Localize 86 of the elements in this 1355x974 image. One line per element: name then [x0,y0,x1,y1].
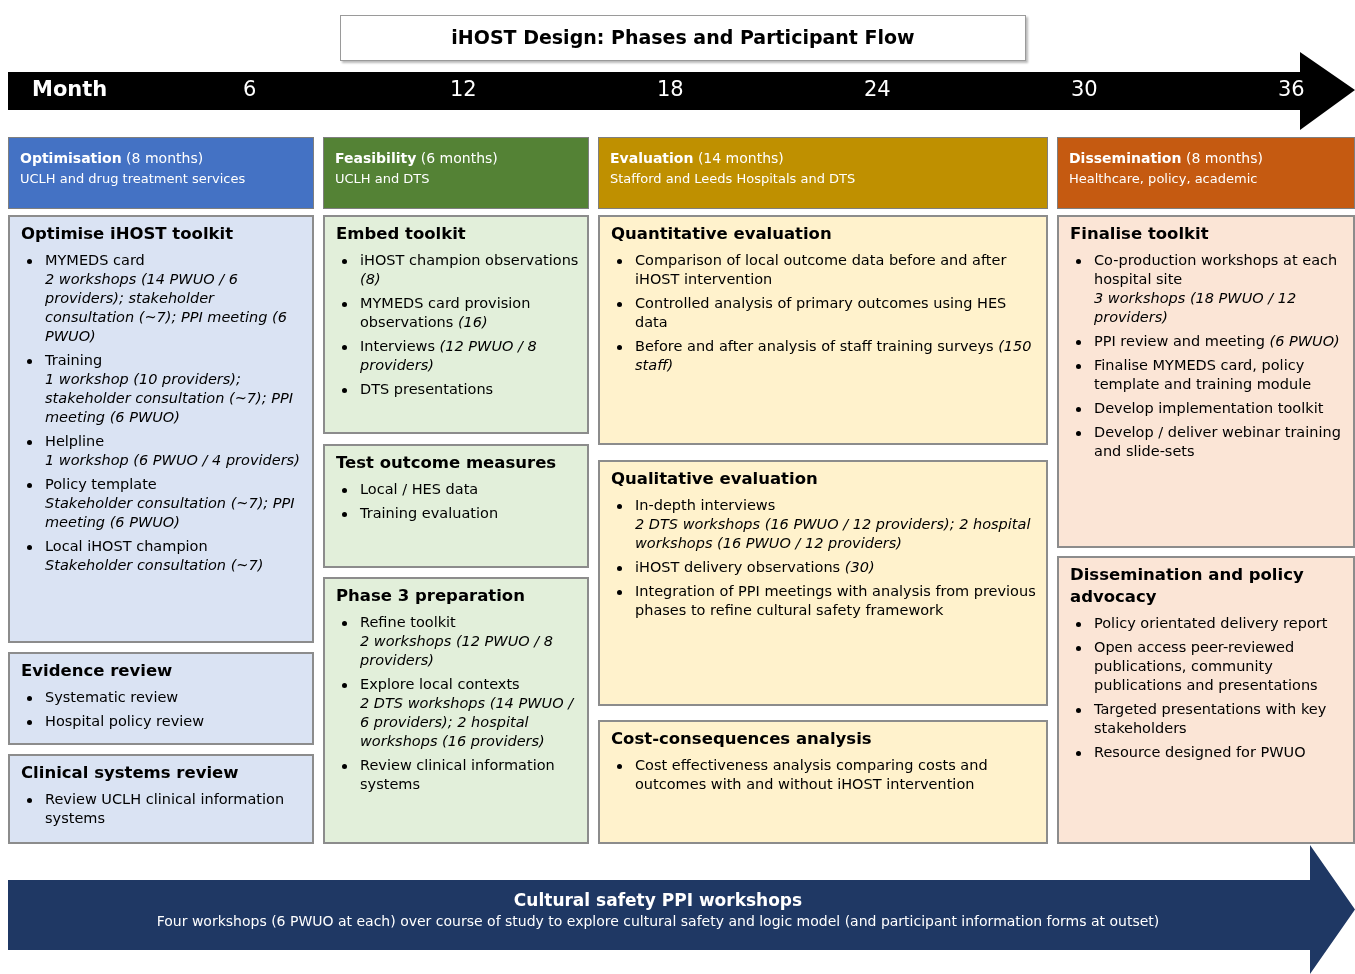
bullet-item: Training [45,352,103,368]
bullet-item: Develop implementation toolkit [1094,400,1324,416]
box-heading: Finalise toolkit [1070,223,1210,245]
detail-note: 2 DTS workshops (16 PWUO / 12 providers); 2 hospital workshops (16 PWUO / 12 providers) [635,515,1032,553]
month-tick-label: 18 [657,77,684,101]
activity-box [598,720,1048,844]
bullet-item: Targeted presentations with key stakeholders [1094,701,1327,736]
phase-title: Dissemination (8 months) [1069,149,1264,168]
bullet-item: Finalise MYMEDS card, policy template and training module [1094,357,1312,392]
bullet-item: Local / HES data [360,481,479,497]
detail-note: 2 DTS workshops (14 PWUO / 6 providers); 2 hospital workshops (16 providers) [360,694,576,751]
box-heading: Embed toolkit [336,223,467,245]
activity-box [1057,215,1355,548]
month-tick-label: 24 [864,77,891,101]
bullet-item: MYMEDS card [45,252,145,268]
activity-box [323,577,589,844]
bullet-item: Cost effectiveness analysis comparing costs and outcomes with and without iHOST intervention [635,757,988,792]
detail-note: 3 workshops (18 PWUO / 12 providers) [1094,289,1298,327]
axis-title: Month [32,77,108,101]
activity-box [598,460,1048,706]
bullet-item: Systematic review [45,689,179,705]
activity-box [1057,556,1355,844]
activity-box [323,215,589,434]
box-heading: Test outcome measures [336,452,558,474]
detail-note: 2 workshops (12 PWUO / 8 providers) [360,632,555,670]
bullet-item: Refine toolkit [360,614,456,630]
phase-title: Evaluation (14 months) [610,149,785,168]
box-heading: Phase 3 preparation [336,585,526,607]
band-description: Four workshops (6 PWUO at each) over course of study to explore cultural safety and logic model (and participant information forms at outset) [156,912,1160,931]
phase-subtitle: Stafford and Leeds Hospitals and DTS [610,170,857,188]
box-heading: Qualitative evaluation [611,468,819,490]
phase-subtitle: UCLH and DTS [335,170,431,188]
bullet-item: Develop / deliver webinar training and slide-sets [1094,424,1341,459]
bullet-item: Policy template [45,476,157,492]
bullet-item: MYMEDS card provision observations (16) [360,295,531,330]
bullet-item: Open access peer-reviewed publications, community publications and presentations [1094,639,1318,693]
month-tick-label: 30 [1071,77,1098,101]
bullet-item: Local iHOST champion [45,538,208,554]
month-tick-label: 12 [450,77,477,101]
bullet-item: Before and after analysis of staff training surveys (150 staff) [635,338,1032,373]
box-heading: Evidence review [21,660,174,682]
bullet-item: Policy orientated delivery report [1094,615,1328,631]
bullet-item: Resource designed for PWUO [1094,744,1306,760]
detail-note: Stakeholder consultation (~7); PPI meeting (6 PWUO) [45,494,296,532]
activity-box [8,215,314,643]
bullet-item: PPI review and meeting (6 PWUO) [1094,333,1340,349]
bullet-item: Comparison of local outcome data before and after iHOST intervention [635,252,1007,287]
bullet-item: Review UCLH clinical information systems [45,791,285,826]
detail-note: 1 workshop (10 providers); stakeholder consultation (~7); PPI meeting (6 PWUO) [45,370,294,427]
activity-box [598,215,1048,445]
bullet-item: Hospital policy review [45,713,205,729]
phase-subtitle: Healthcare, policy, academic [1069,170,1259,188]
bullet-item: Co-production workshops at each hospital site [1094,252,1338,287]
title-banner: iHOST Design: Phases and Participant Flow [340,15,1026,61]
phase-header [1057,137,1355,209]
bullet-item: Helpline [45,433,105,449]
bullet-item: iHOST champion observations (8) [360,252,579,287]
bullet-item: iHOST delivery observations (30) [635,559,875,575]
phase-header [323,137,589,209]
box-heading: Clinical systems review [21,762,240,784]
band-title: Cultural safety PPI workshops [513,889,803,911]
bullet-item: Training evaluation [360,505,499,521]
box-heading: Dissemination and policy advocacy [1070,564,1305,608]
bullet-item: Explore local contexts [360,676,520,692]
activity-box [323,444,589,568]
phase-subtitle: UCLH and drug treatment services [20,170,247,188]
activity-box [8,754,314,844]
phase-header [8,137,314,209]
detail-note: 1 workshop (6 PWUO / 4 providers) [45,451,301,470]
bullet-item: Controlled analysis of primary outcomes using HES data [635,295,1007,330]
detail-note: 2 workshops (14 PWUO / 6 providers); stakeholder consultation (~7); PPI meeting (6 PWUO) [45,270,288,346]
box-heading: Cost-consequences analysis [611,728,873,750]
phase-title: Optimisation (8 months) [20,149,205,168]
bullet-item: Integration of PPI meetings with analysis from previous phases to refine cultural safety framework [635,583,1036,618]
bullet-item: Review clinical information systems [360,757,555,792]
activity-box [8,652,314,745]
phase-header [598,137,1048,209]
month-tick-label: 36 [1278,77,1305,101]
bullet-item: DTS presentations [360,381,494,397]
phase-title: Feasibility (6 months) [335,149,499,168]
bullet-item: In-depth interviews [635,497,776,513]
box-heading: Optimise iHOST toolkit [21,223,235,245]
month-tick-label: 6 [243,77,257,101]
detail-note: Stakeholder consultation (~7) [45,556,265,575]
bullet-item: Interviews (12 PWUO / 8 providers) [360,338,537,373]
box-heading: Quantitative evaluation [611,223,833,245]
